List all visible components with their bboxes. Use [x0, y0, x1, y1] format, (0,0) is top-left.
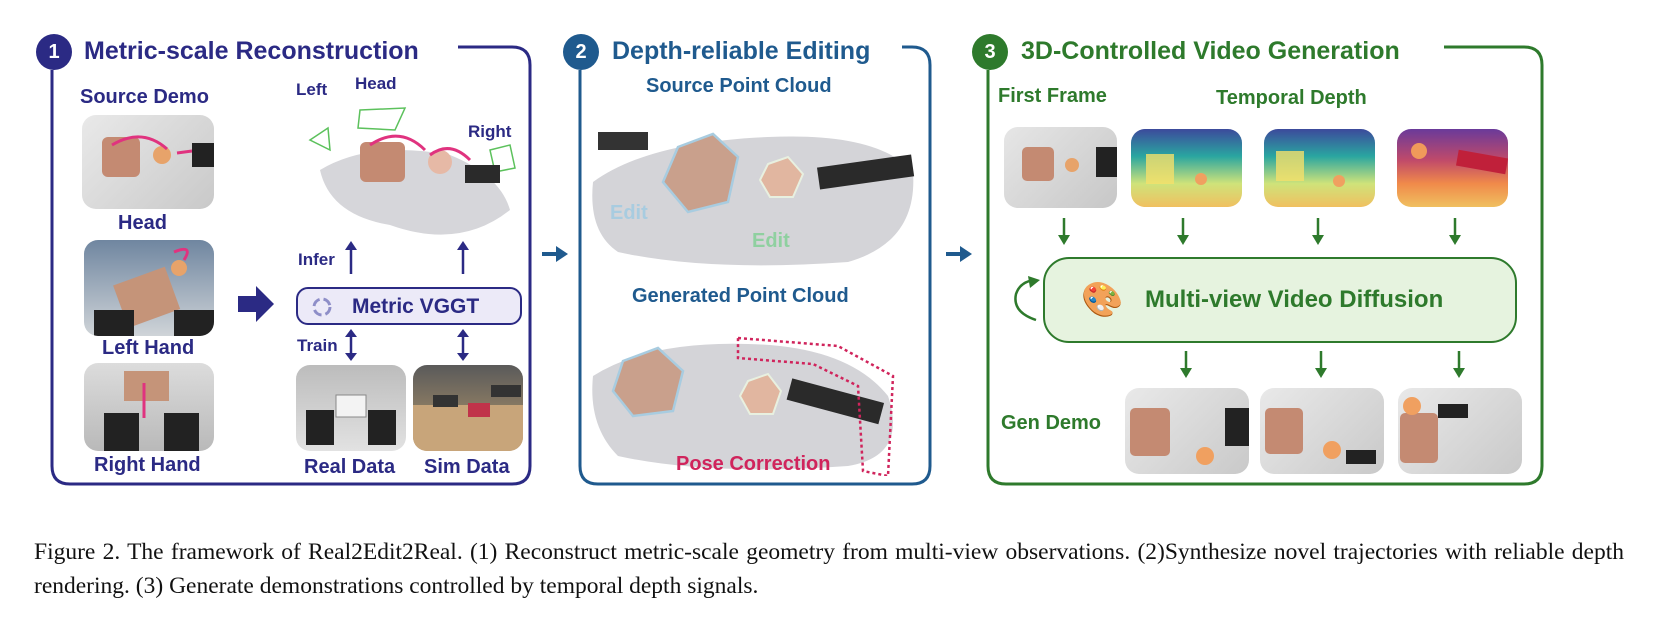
first-frame-image — [1004, 127, 1117, 208]
train-arrow-icon-2 — [457, 329, 469, 361]
infer-arrow-icon-2 — [457, 241, 469, 274]
loop-arrow-icon — [1014, 276, 1040, 322]
sim-data-image — [413, 365, 523, 451]
down-arrow-icon — [1180, 351, 1192, 378]
metric-vggt-box: Metric VGGT — [296, 287, 522, 325]
camera-left-label: Left — [296, 80, 328, 99]
left-hand-view-image — [84, 240, 214, 336]
figure-caption: Figure 2. The framework of Real2Edit2Rea… — [34, 539, 1624, 599]
palette-icon: 🎨 — [1081, 281, 1124, 319]
down-arrow-icon — [1058, 218, 1070, 245]
step-number: 1 — [48, 40, 60, 63]
down-arrow-icon — [1453, 351, 1465, 378]
pose-correction-outline — [736, 336, 895, 478]
panel-arrow-icon-1 — [542, 246, 568, 262]
train-arrow-icon — [345, 329, 357, 361]
depth-map-image-3 — [1397, 129, 1508, 207]
train-label: Train — [297, 336, 338, 355]
down-arrow-icon — [1449, 218, 1461, 245]
source-point-cloud-label: Source Point Cloud — [646, 75, 832, 97]
right-hand-view-image — [84, 363, 214, 451]
panel-arrow-icon-2 — [946, 246, 972, 262]
step-badge-1: 1 — [36, 34, 72, 70]
head-label: Head — [118, 212, 167, 234]
real-data-label: Real Data — [304, 456, 396, 478]
camera-right-label: Right — [468, 122, 512, 141]
edit-left-label: Edit — [610, 202, 648, 224]
generated-point-cloud-label: Generated Point Cloud — [632, 285, 849, 307]
step-number: 3 — [984, 40, 996, 63]
right-arrow-icon — [238, 286, 274, 322]
left-hand-label: Left Hand — [102, 337, 195, 359]
source-demo-label: Source Demo — [80, 86, 209, 108]
gen-demo-image-1 — [1125, 388, 1249, 474]
generated-point-cloud-image — [588, 316, 923, 478]
refresh-icon — [312, 297, 332, 317]
gen-demo-image-3 — [1398, 388, 1522, 474]
head-view-image — [82, 115, 214, 209]
infer-arrow-icon — [345, 241, 357, 274]
source-point-cloud-image — [588, 102, 923, 267]
multi-view-video-diffusion-box: 🎨 Multi-view Video Diffusion — [1043, 257, 1517, 343]
camera-right-icon — [489, 144, 516, 173]
edit-right-label: Edit — [752, 230, 790, 252]
down-arrow-icon — [1315, 351, 1327, 378]
pose-correction-label: Pose Correction — [676, 453, 831, 475]
edit-hexagon-left — [661, 132, 740, 214]
metric-vggt-label: Metric VGGT — [352, 295, 480, 318]
diffusion-label: Multi-view Video Diffusion — [1145, 286, 1444, 313]
camera-head-icon — [357, 107, 407, 131]
right-hand-label: Right Hand — [94, 454, 201, 476]
down-arrow-icon — [1177, 218, 1189, 245]
edit-hexagon-right — [758, 155, 805, 198]
gen-demo-image-2 — [1260, 388, 1384, 474]
camera-head-label: Head — [355, 74, 397, 93]
panel-title: Metric-scale Reconstruction — [84, 37, 419, 65]
step-badge-2: 2 — [563, 34, 599, 70]
down-arrow-icon — [1312, 218, 1324, 245]
step-number: 2 — [575, 40, 587, 63]
panel-title: 3D-Controlled Video Generation — [1021, 37, 1400, 65]
infer-label: Infer — [298, 250, 335, 269]
real-data-image — [296, 365, 406, 451]
gen-demo-label: Gen Demo — [1001, 412, 1102, 434]
camera-left-icon — [308, 126, 331, 152]
sim-data-label: Sim Data — [424, 456, 510, 478]
depth-map-image-1 — [1131, 129, 1242, 207]
panel-title: Depth-reliable Editing — [612, 37, 871, 65]
temporal-depth-label: Temporal Depth — [1216, 87, 1367, 109]
first-frame-label: First Frame — [998, 85, 1107, 107]
step-badge-3: 3 — [972, 34, 1008, 70]
reconstruction-point-cloud-image — [300, 100, 525, 250]
depth-map-image-2 — [1264, 129, 1375, 207]
